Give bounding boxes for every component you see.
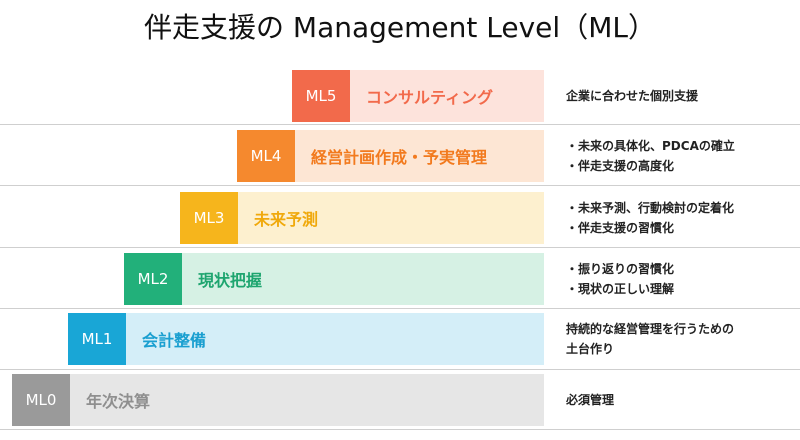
row-divider	[0, 308, 800, 309]
level-label: 未来予測	[238, 192, 544, 244]
row-divider	[0, 185, 800, 186]
level-label: 年次決算	[70, 374, 544, 426]
description-line: ・伴走支援の習慣化	[566, 221, 675, 235]
page-title: 伴走支援の Management Level（ML）	[144, 11, 656, 44]
description-line: ・未来の具体化、PDCAの確立	[566, 139, 735, 153]
level-badge: ML1	[68, 313, 126, 365]
level-bar-ml1: ML1 会計整備	[68, 313, 544, 365]
level-bar-ml2: ML2 現状把握	[124, 253, 544, 305]
description-line: 企業に合わせた個別支援	[566, 89, 699, 103]
level-description: 必須管理	[566, 374, 792, 426]
level-row-ml3: ML3 未来予測 ・未来予測、行動検討の定着化 ・伴走支援の習慣化	[0, 192, 800, 244]
description-line: ・伴走支援の高度化	[566, 159, 675, 173]
level-badge: ML2	[124, 253, 182, 305]
level-badge: ML4	[237, 130, 295, 182]
description-line: ・未来予測、行動検討の定着化	[566, 201, 735, 215]
level-bar-ml0: ML0 年次決算	[12, 374, 544, 426]
description-line: 必須管理	[566, 393, 615, 407]
level-description: 持続的な経営管理を行うための 土台作り	[566, 313, 792, 365]
level-badge: ML5	[292, 70, 350, 122]
level-description: ・未来の具体化、PDCAの確立 ・伴走支援の高度化	[566, 130, 792, 182]
level-badge: ML0	[12, 374, 70, 426]
row-divider	[0, 369, 800, 370]
description-line: ・現状の正しい理解	[566, 282, 675, 296]
level-row-ml5: ML5 コンサルティング 企業に合わせた個別支援	[0, 70, 800, 122]
row-divider	[0, 124, 800, 125]
level-badge: ML3	[180, 192, 238, 244]
level-label: 現状把握	[182, 253, 544, 305]
row-divider	[0, 429, 800, 430]
level-label: 会計整備	[126, 313, 544, 365]
level-bar-ml3: ML3 未来予測	[180, 192, 544, 244]
level-row-ml2: ML2 現状把握 ・振り返りの習慣化 ・現状の正しい理解	[0, 253, 800, 305]
row-divider	[0, 247, 800, 248]
description-line: 土台作り	[566, 342, 615, 356]
level-bar-ml4: ML4 経営計画作成・予実管理	[237, 130, 544, 182]
level-description: ・振り返りの習慣化 ・現状の正しい理解	[566, 253, 792, 305]
level-description: ・未来予測、行動検討の定着化 ・伴走支援の習慣化	[566, 192, 792, 244]
level-label: 経営計画作成・予実管理	[295, 130, 544, 182]
description-line: 持続的な経営管理を行うための	[566, 322, 735, 336]
level-row-ml4: ML4 経営計画作成・予実管理 ・未来の具体化、PDCAの確立 ・伴走支援の高度…	[0, 130, 800, 182]
level-row-ml0: ML0 年次決算 必須管理	[0, 374, 800, 426]
level-bar-ml5: ML5 コンサルティング	[292, 70, 544, 122]
level-row-ml1: ML1 会計整備 持続的な経営管理を行うための 土台作り	[0, 313, 800, 365]
level-description: 企業に合わせた個別支援	[566, 70, 792, 122]
level-label: コンサルティング	[350, 70, 544, 122]
description-line: ・振り返りの習慣化	[566, 262, 675, 276]
